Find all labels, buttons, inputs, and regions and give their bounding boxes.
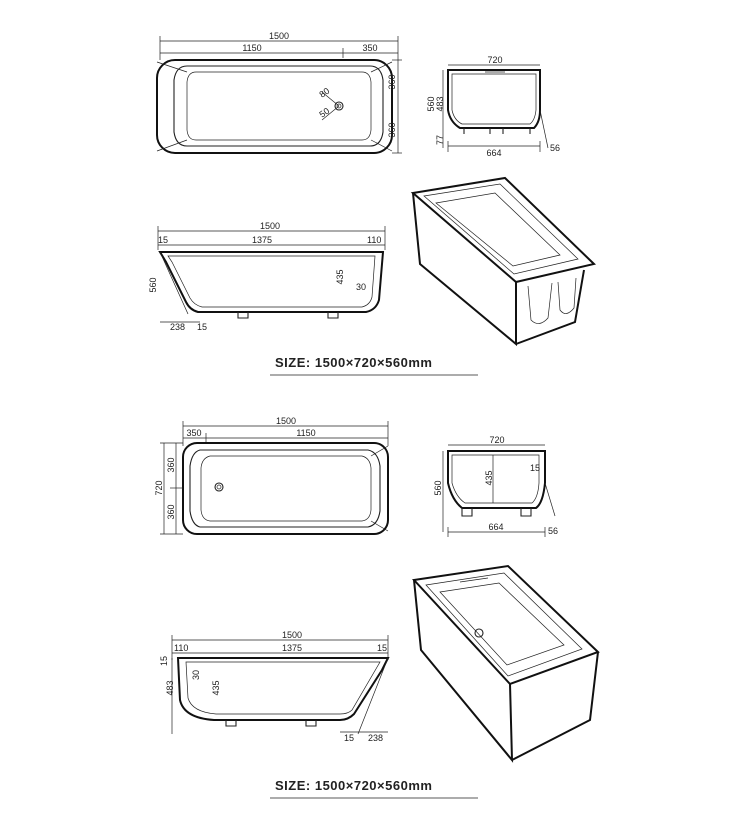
dim-side-foot-left: 238: [170, 322, 185, 332]
dim-side-wall-right: 15: [377, 643, 387, 653]
dim-side-wall-left: 110: [174, 643, 188, 653]
dim-side-wall-right: 110: [367, 235, 381, 245]
dim-side-inner: 1375: [282, 643, 302, 653]
side-view: 1500 15 1375 110 560 435 30 238 15: [148, 221, 386, 332]
size-caption: SIZE: 1500×720×560mm: [275, 355, 432, 370]
dim-side-radius: 30: [356, 282, 366, 292]
bottom-variant: 1500 350 1150 720 360 360 7: [154, 416, 600, 799]
dim-side-rim: 15: [159, 656, 169, 666]
dim-length: 1500: [276, 416, 296, 426]
perspective-view: [411, 564, 600, 763]
dim-end-height: 560: [426, 96, 436, 111]
top-view-plan: 1500 350 1150 720 360 360: [154, 416, 389, 535]
dim-half-width-a: 360: [166, 457, 176, 472]
dim-end-depth: 435: [484, 470, 494, 485]
dim-width: 720: [154, 480, 164, 495]
perspective-view: [410, 176, 597, 347]
end-view: 720 560 435 15 664 56: [433, 435, 558, 537]
dim-end-wall: 15: [530, 463, 540, 473]
dim-end-width: 720: [489, 435, 504, 445]
dim-side-foot-wall: 15: [344, 733, 354, 743]
end-view: 720 560 483 77 664 56: [426, 55, 560, 158]
dim-length: 1500: [269, 31, 289, 41]
dim-side-height: 560: [148, 277, 158, 292]
dim-side-length: 1500: [260, 221, 280, 231]
size-caption: SIZE: 1500×720×560mm: [275, 778, 432, 793]
dim-right-part: 350: [362, 43, 377, 53]
dim-end-width: 720: [487, 55, 502, 65]
dim-side-foot-right: 238: [368, 733, 383, 743]
dim-drain-b: 50: [317, 106, 331, 120]
dim-side-inner: 1375: [252, 235, 272, 245]
dim-end-offset: 56: [550, 143, 560, 153]
dim-end-inner: 483: [435, 96, 445, 111]
dim-right-part: 1150: [296, 428, 315, 438]
top-variant: 1500 1150 350 80 50 360 360: [148, 31, 597, 376]
dim-end-height: 560: [433, 480, 443, 495]
dim-left-part: 1150: [242, 43, 261, 53]
dim-end-foot: 77: [435, 135, 445, 145]
dim-side-wall-left: 15: [158, 235, 168, 245]
dim-side-radius: 30: [191, 670, 201, 680]
dim-left-part: 350: [186, 428, 201, 438]
dim-drain-a: 80: [317, 86, 331, 100]
dim-side-depth: 435: [335, 269, 345, 284]
dim-end-base: 664: [486, 148, 501, 158]
top-view-plan: 1500 1150 350 80 50 360 360: [156, 31, 402, 154]
dim-half-width-b: 360: [166, 504, 176, 519]
side-view: 1500 110 1375 15 15 483 435 30 15 238: [159, 630, 390, 743]
dim-end-offset: 56: [548, 526, 558, 536]
dim-side-height: 483: [165, 680, 175, 695]
dim-half-width-b: 360: [387, 122, 397, 137]
dim-half-width-a: 360: [387, 74, 397, 89]
dim-end-base: 664: [488, 522, 503, 532]
dim-side-foot-wall: 15: [197, 322, 207, 332]
dim-side-depth: 435: [211, 680, 221, 695]
dim-side-length: 1500: [282, 630, 302, 640]
